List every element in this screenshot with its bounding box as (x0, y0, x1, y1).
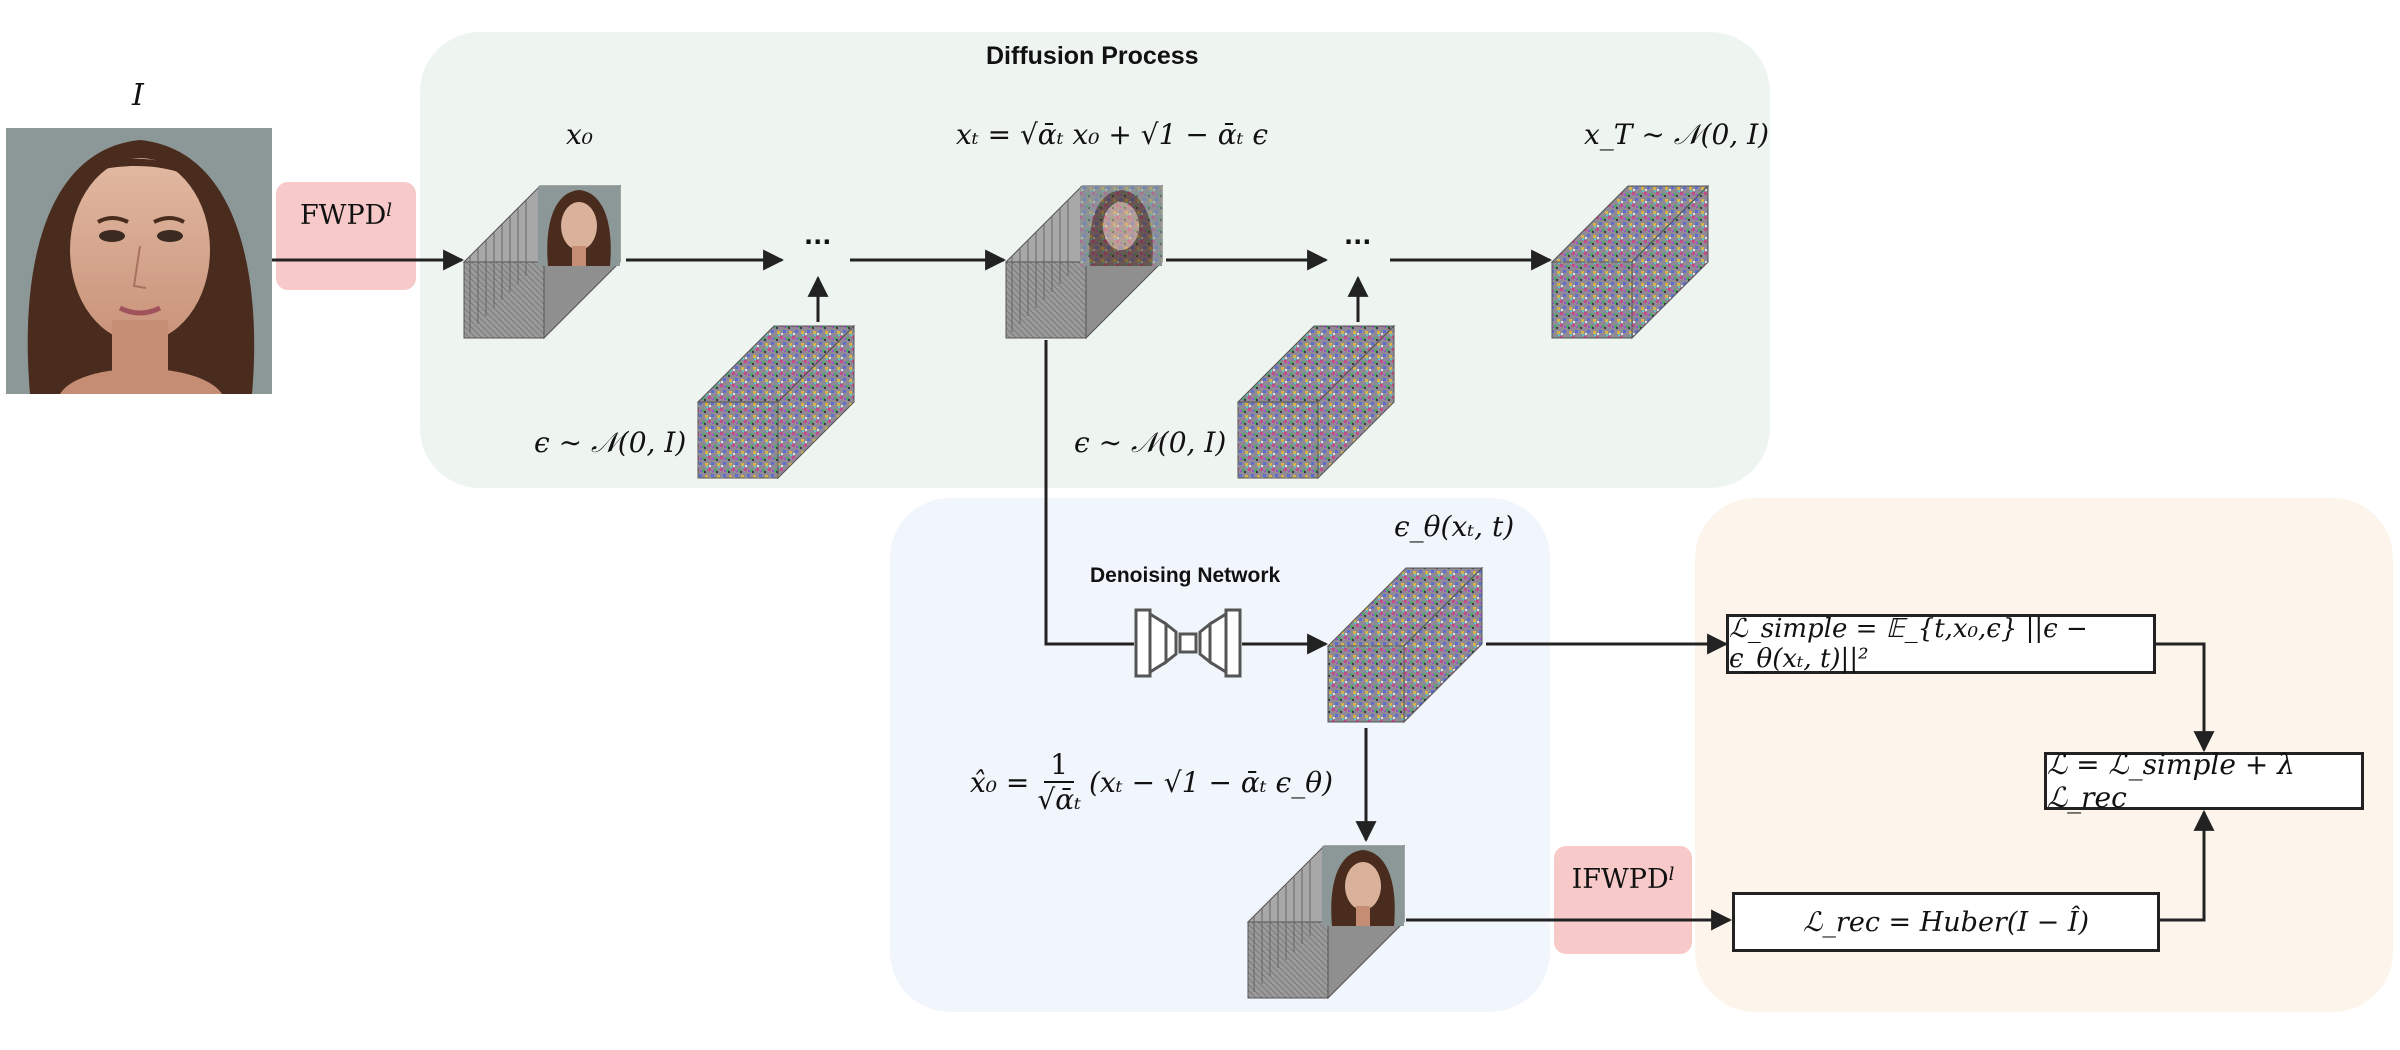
arrows (272, 249, 2215, 931)
xt-stack (1004, 184, 1164, 340)
x0-stack (462, 184, 622, 340)
input-image-label: I (132, 78, 144, 113)
loss-total-text: ℒ = ℒ_simple + λ ℒ_rec (2047, 748, 2295, 814)
x0-label: x₀ (566, 118, 594, 151)
epsilon-label-1: ϵ ∼ 𝒩(0, I) (534, 426, 687, 459)
loss-total-box: ℒ = ℒ_simple + λ ℒ_rec (2044, 748, 2364, 814)
x0-hat-denominator: √ᾱₜ (1037, 783, 1082, 816)
x0-hat-fraction: 1 √ᾱₜ (1037, 748, 1081, 816)
input-face-image (6, 128, 272, 394)
x0-hat-stack (1246, 844, 1406, 1000)
ifwpd-label: IFWPD (1571, 864, 1669, 895)
epsilon-theta-stack (1326, 566, 1484, 724)
unet-icon (1134, 608, 1242, 678)
xt-equation: xₜ = √ᾱₜ x₀ + √1 − ᾱₜ ϵ (956, 118, 1269, 151)
xT-label: x_T ∼ 𝒩(0, I) (1584, 118, 1770, 151)
denoising-network-title: Denoising Network (1090, 564, 1281, 587)
diffusion-process-title: Diffusion Process (986, 42, 1199, 70)
epsilon-noise-stack-2 (1236, 324, 1396, 480)
x0-hat-numerator: 1 (1044, 748, 1075, 783)
arrow-loss-rec-to-total (2160, 809, 2215, 922)
epsilon-label-2: ϵ ∼ 𝒩(0, I) (1074, 426, 1227, 459)
x0-hat-lhs: x̂₀ = (970, 765, 1030, 799)
epsilon-theta-label: ϵ_θ(xₜ, t) (1394, 510, 1515, 543)
loss-rec-box: ℒ_rec = Huber(I − Î) (1732, 892, 2160, 952)
arrow-xt-down-to-unet (1044, 340, 1134, 646)
dots-1: ··· (804, 228, 832, 256)
fwpd-label: FWPD (299, 200, 387, 231)
x0-hat-equation: x̂₀ = 1 √ᾱₜ (xₜ − √1 − ᾱₜ ϵ_θ) (970, 748, 1333, 816)
epsilon-noise-stack-1 (696, 324, 856, 480)
loss-simple-text: ℒ_simple = 𝔼_{t,x₀,ϵ} ||ϵ − ϵ_θ(xₜ, t)||… (1729, 614, 2088, 674)
ifwpd-subscript: l (1668, 864, 1675, 885)
arrow-loss-simple-to-total (2156, 642, 2215, 753)
dots-2: ··· (1344, 228, 1372, 256)
x0-hat-rhs: (xₜ − √1 − ᾱₜ ϵ_θ) (1089, 765, 1334, 799)
loss-simple-box: ℒ_simple = 𝔼_{t,x₀,ϵ} ||ϵ − ϵ_θ(xₜ, t)||… (1726, 614, 2156, 674)
xT-noise-stack (1550, 184, 1710, 340)
fwpd-subscript: l (386, 200, 393, 221)
loss-rec-text: ℒ_rec = Huber(I − Î) (1802, 906, 2090, 938)
